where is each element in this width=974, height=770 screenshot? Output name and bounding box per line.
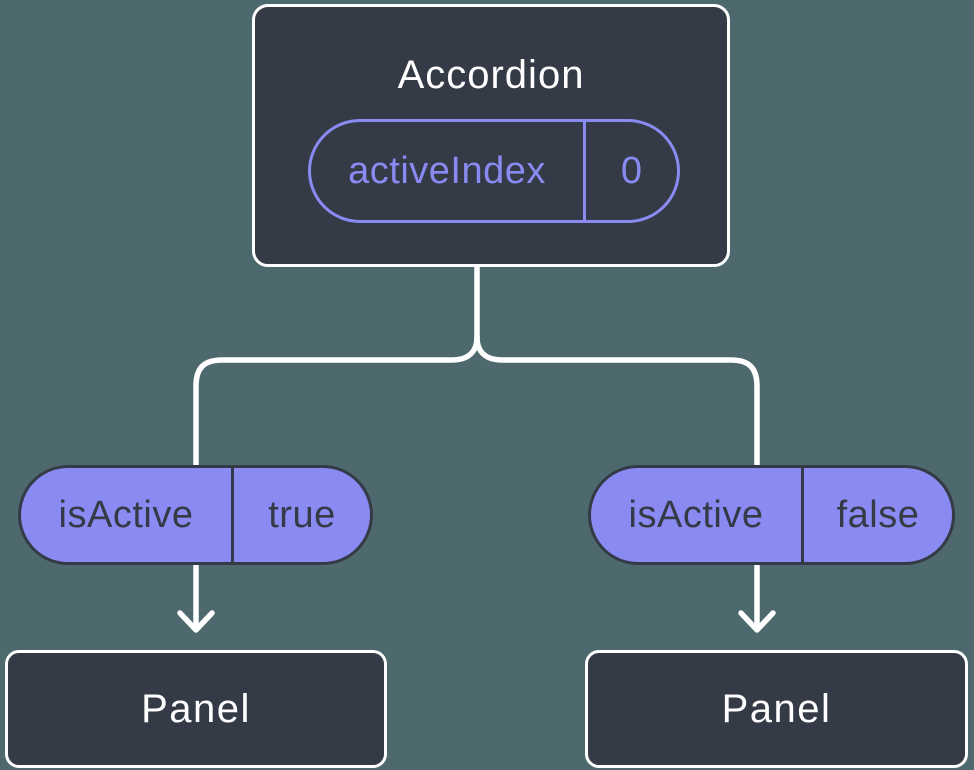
pill-divider [583,122,586,220]
prop-name-label: isActive [628,493,764,536]
pill-divider [231,468,234,562]
prop-value-label: false [836,493,920,536]
arrow-right-head-icon [738,610,776,633]
component-title: Panel [721,686,832,731]
prop-pill-isactive-false: isActive false [588,465,955,565]
branch-right-line [474,334,760,471]
state-pill: activeIndex 0 [308,119,680,223]
panel-component-node-right: Panel [585,650,968,768]
accordion-component-node: Accordion activeIndex 0 [252,4,730,267]
panel-component-node-left: Panel [5,650,387,768]
state-name-label: activeIndex [348,149,546,192]
branch-left-line [193,334,480,471]
pill-divider [801,468,804,562]
prop-name-label: isActive [58,493,194,536]
prop-value-label: true [268,493,336,536]
component-title: Panel [141,686,251,731]
component-title: Accordion [397,53,585,97]
prop-pill-isactive-true: isActive true [18,465,373,565]
arrow-left-head-icon [177,610,215,633]
state-value-label: 0 [620,149,643,192]
